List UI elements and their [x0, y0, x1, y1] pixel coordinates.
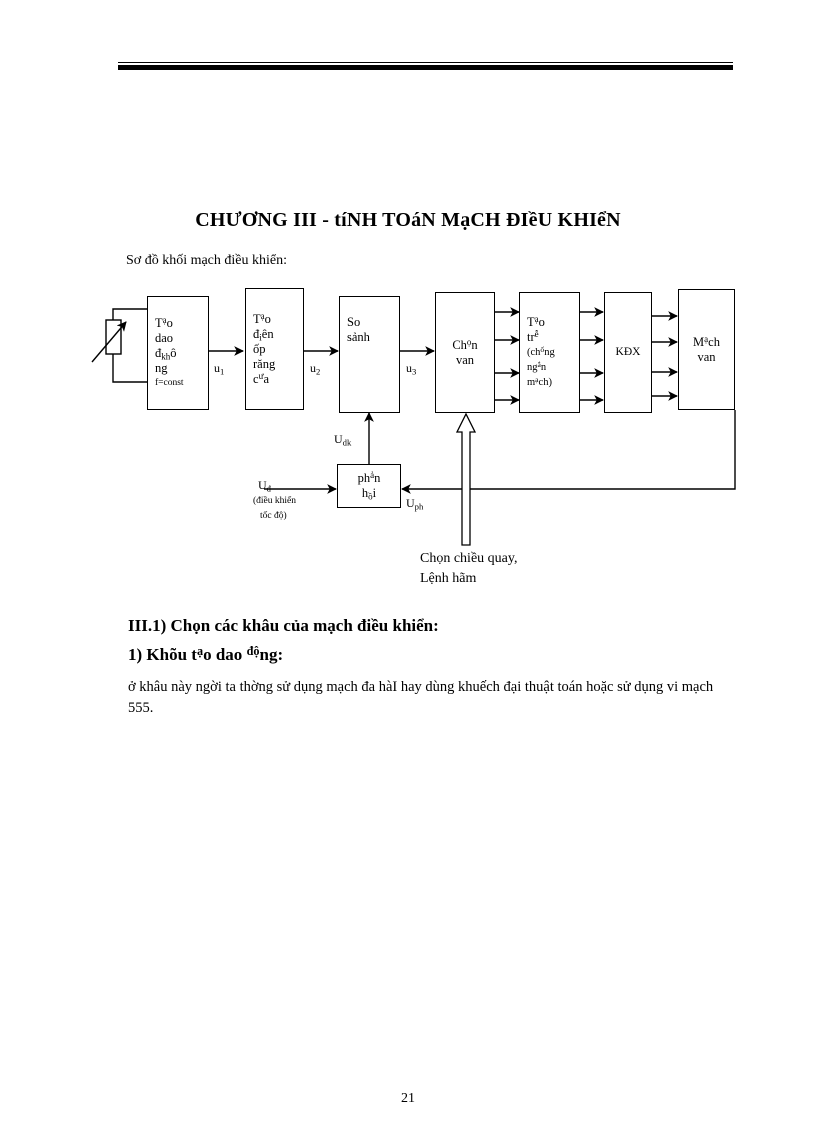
block-so-sanh: So sảnh	[339, 296, 400, 413]
page-title: CHƯƠNG III - tíNH TOáN MạCH ĐIềU KHIểN	[195, 209, 621, 231]
block-line: ngắn	[527, 359, 547, 373]
block-phan-hoi: phản hồi	[337, 464, 401, 508]
block-line: mạch)	[527, 374, 552, 388]
block-line: Tạo	[155, 314, 173, 330]
block-line: sảnh	[347, 330, 370, 344]
header-rule-thin	[118, 62, 733, 63]
annotation-direction-line1: Chọn chiều quay,	[420, 551, 518, 566]
section-heading-1: III.1) Chọn các khâu của mạch điều khiển…	[128, 616, 439, 635]
section-heading-2: 1) Khõu tạo dao động:	[128, 643, 284, 664]
block-line: KĐX	[615, 346, 641, 358]
block-line: dao	[155, 330, 174, 345]
signal-note-ud-line1: (điều khiển	[253, 496, 297, 506]
block-line: f=const	[155, 377, 184, 388]
block-line: cưa	[253, 370, 270, 386]
block-chon-van: Chọn van	[435, 292, 495, 413]
block-line: Mạch	[693, 333, 720, 349]
block-line: trễ	[527, 329, 539, 344]
block-tao-dien-ap-rang-cua: Tạo điên ốp răng cưa	[245, 288, 304, 410]
block-line: đkhô	[155, 345, 177, 362]
block-kdx: KĐX	[604, 292, 652, 413]
block-line: van	[455, 352, 475, 367]
block-line: ốp	[253, 341, 266, 356]
block-line: van	[697, 349, 716, 364]
block-line: (chống	[527, 344, 555, 358]
block-line: phản	[357, 470, 381, 485]
block-line: răng	[253, 356, 276, 371]
block-line: So	[347, 315, 361, 329]
block-tao-dao-dong: Tạo dao đkhô ng f=const	[147, 296, 209, 410]
annotation-direction-line2: Lệnh hãm	[420, 571, 477, 586]
signal-note-ud-line2: tốc độ)	[260, 511, 287, 521]
block-line: hồi	[361, 486, 377, 502]
signal-label-udk: Udk	[334, 432, 352, 448]
signal-label-u2: u2	[310, 361, 321, 377]
block-mach-van: Mạch van	[678, 289, 735, 410]
signal-label-u1: u1	[214, 361, 225, 377]
signal-label-u3: u3	[406, 361, 417, 377]
block-line: Tạo	[253, 310, 271, 326]
block-line: điên	[253, 326, 274, 343]
block-line: Tạo	[527, 314, 545, 329]
header-rule-thick	[118, 65, 733, 70]
signal-label-ud: Uđ	[258, 478, 271, 494]
signal-label-uph: Uph	[406, 496, 424, 512]
block-line: ng	[155, 360, 168, 375]
section-paragraph: ở khâu này ngời ta thờng sử dụng mạch đa…	[128, 679, 714, 716]
page-number: 21	[401, 1091, 415, 1106]
block-tao-tre: Tạo trễ (chống ngắn mạch)	[519, 292, 580, 413]
diagram-caption: Sơ đồ khối mạch điều khiển:	[126, 253, 287, 268]
block-line: Chọn	[452, 336, 478, 352]
